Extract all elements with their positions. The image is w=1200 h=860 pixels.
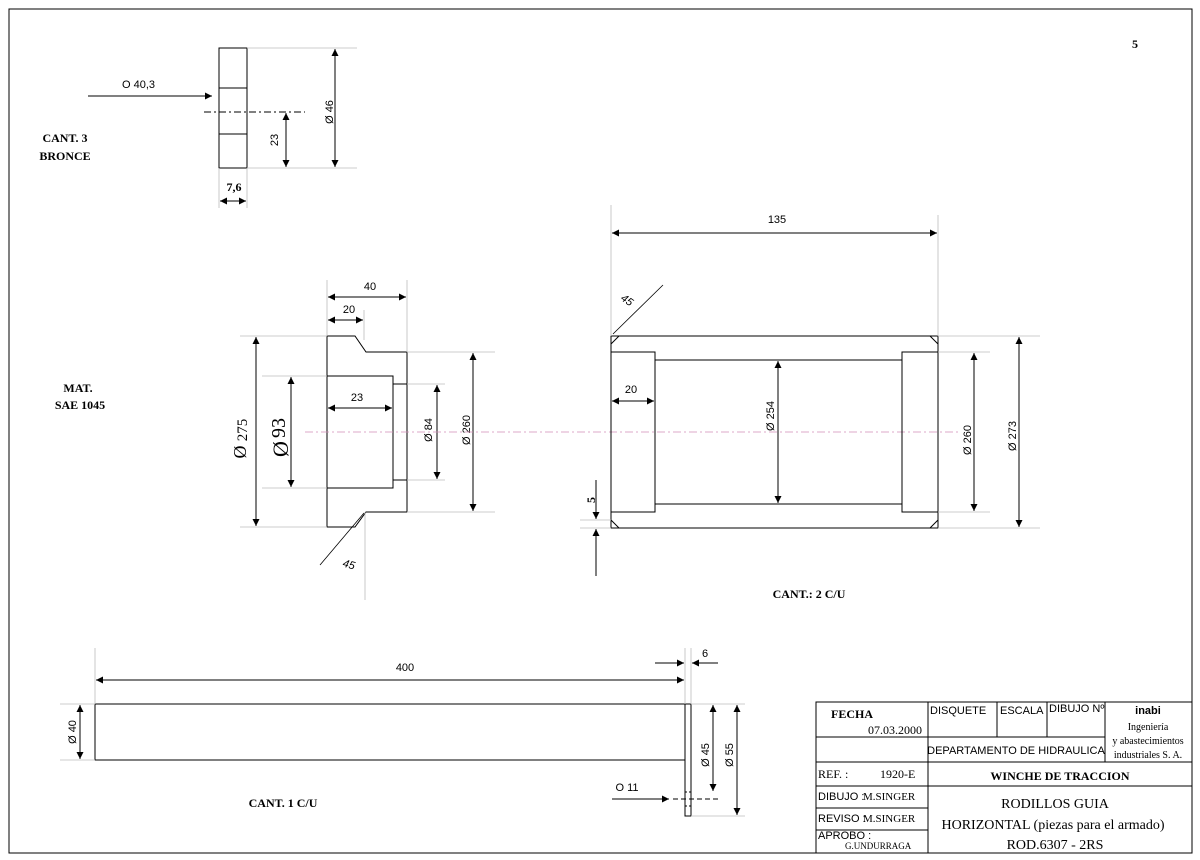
flange-dim-23: 23 — [351, 392, 363, 404]
ref-value: 1920-E — [880, 767, 915, 781]
flange-dim-260: Ø 260 — [461, 415, 473, 445]
flange-material-label: MAT. — [63, 381, 92, 395]
shaft-dim-45: Ø 45 — [700, 743, 712, 767]
shaft-hole-label: O 11 — [615, 782, 638, 794]
company-name: inabi — [1135, 705, 1161, 717]
tube-dim-260: Ø 260 — [962, 425, 974, 455]
title-block: FECHA 07.03.2000 DISQUETE ESCALA DIBUJO … — [815, 701, 1193, 854]
shaft-head — [684, 703, 692, 817]
shaft-quantity-label: CANT. 1 C/U — [249, 796, 318, 810]
flange-chamfer-leader — [319, 512, 365, 566]
tube-dim-5: 5 — [584, 497, 598, 503]
washer-outline — [218, 47, 248, 169]
department: DEPARTAMENTO DE HIDRAULICA — [927, 745, 1105, 757]
flange-dim-40: 40 — [364, 281, 376, 293]
sheet-border — [8, 8, 1193, 854]
flange-outline — [326, 335, 408, 528]
flange-dim-93-symbol: Ø — [268, 441, 293, 457]
page-number: 5 — [1132, 37, 1138, 51]
shaft-dim-6: 6 — [702, 648, 708, 660]
flange-dim-20: 20 — [343, 304, 355, 316]
washer-dim-46: Ø 46 — [324, 100, 336, 124]
tube-left-recess — [610, 351, 656, 513]
company-line-3: industriales S. A. — [1114, 750, 1182, 761]
washer-view: O 40,3 Ø 46 23 7,6 CANT. 3 BRONCE — [39, 47, 357, 208]
tube-dim-273: Ø 273 — [1007, 421, 1019, 451]
tube-dim-254: Ø 254 — [765, 401, 777, 431]
project-title: WINCHE DE TRACCION — [990, 769, 1129, 783]
shaft-dim-40: Ø 40 — [67, 720, 79, 744]
washer-dim-7-6: 7,6 — [227, 180, 242, 194]
ref-label: REF. : — [818, 767, 848, 781]
shaft-dim-400: 400 — [396, 662, 414, 674]
flange-dim-275-symbol: Ø — [230, 446, 250, 459]
washer-dim-23: 23 — [269, 134, 281, 146]
flange-view: Ø 275 Ø 93 Ø 84 Ø 260 40 20 23 45 MAT. S… — [55, 280, 495, 600]
reviso-label: REVISO : — [818, 813, 866, 825]
tube-quantity-label: CANT.: 2 C/U — [773, 587, 846, 601]
shaft-dim-55: Ø 55 — [724, 743, 736, 767]
description-line-1: RODILLOS GUIA — [1001, 797, 1110, 812]
tube-dim-135: 135 — [768, 214, 786, 226]
washer-material-label: BRONCE — [39, 149, 90, 163]
company-line-1: Ingeniería — [1128, 722, 1169, 733]
dibujo-label: DIBUJO : — [818, 791, 864, 803]
escala-label: ESCALA — [1000, 705, 1044, 717]
reviso-value: M.SINGER — [863, 813, 916, 825]
dibujo-no-label: DIBUJO Nº — [1049, 703, 1104, 715]
flange-chamfer-label: 45 — [341, 558, 357, 573]
tube-dim-20: 20 — [625, 384, 637, 396]
tube-right-recess — [901, 351, 939, 513]
shaft-view: 400 6 Ø 40 Ø 45 Ø 55 O 11 CANT. 1 C/U — [60, 648, 745, 817]
aprobo-label: APROBO : — [818, 830, 871, 842]
company-line-2: y abastecimientos — [1112, 736, 1183, 747]
tube-view: 135 45 20 Ø 254 Ø 260 Ø 273 5 CANT.: 2 C… — [580, 205, 1040, 601]
fecha-label: FECHA — [831, 707, 873, 721]
flange-material-value: SAE 1045 — [55, 398, 105, 412]
description-line-3: ROD.6307 - 2RS — [1007, 838, 1104, 853]
disquete-label: DISQUETE — [930, 705, 986, 717]
aprobo-value: G.UNDURRAGA — [845, 841, 912, 851]
washer-bore-label: O 40,3 — [122, 79, 155, 91]
description-line-2: HORIZONTAL (piezas para el armado) — [941, 818, 1164, 833]
tube-chamfer-leader — [612, 284, 664, 335]
flange-dim-275: 275 — [235, 419, 251, 442]
flange-dim-93: 93 — [268, 418, 290, 438]
washer-quantity-label: CANT. 3 — [42, 131, 87, 145]
flange-dim-84: Ø 84 — [423, 418, 435, 442]
tube-chamfer-label: 45 — [618, 292, 636, 309]
fecha-value: 07.03.2000 — [868, 723, 922, 737]
dibujo-value: M.SINGER — [863, 791, 916, 803]
shaft-outline — [94, 703, 686, 761]
